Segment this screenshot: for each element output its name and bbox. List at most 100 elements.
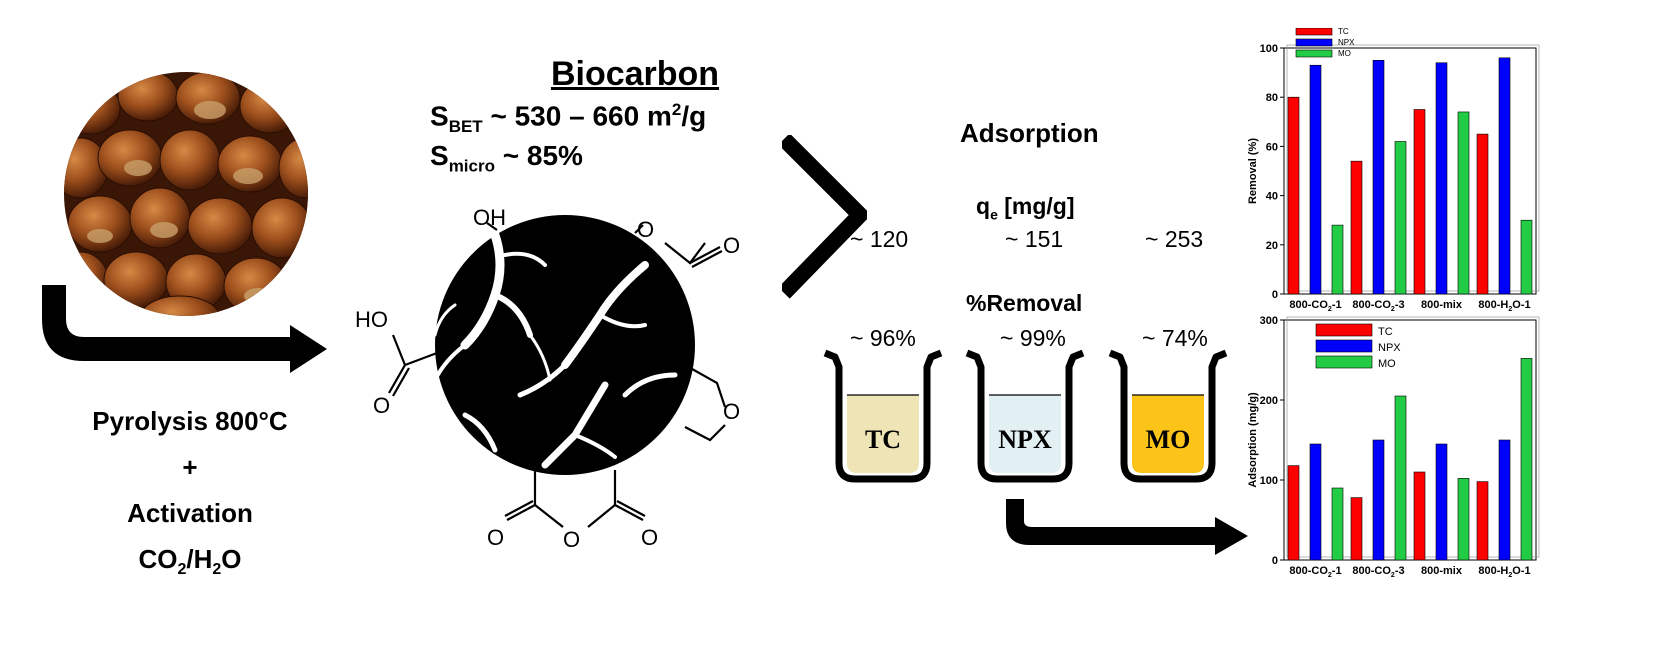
qe-label: qe [mg/g] bbox=[976, 193, 1075, 223]
beaker-outline bbox=[965, 349, 1085, 483]
bar-tc bbox=[1287, 465, 1300, 561]
legend-swatch-mo bbox=[1315, 355, 1373, 369]
activation-agents: CO2/H2O bbox=[138, 544, 242, 579]
anhydride-carbonyl-o-label: O bbox=[723, 233, 740, 258]
legend-swatch-tc bbox=[1295, 28, 1333, 36]
x-tick-label: 800-H2O-1 bbox=[1478, 565, 1530, 579]
beaker-mo: MO bbox=[1108, 349, 1228, 483]
plot-frame-shadow bbox=[1286, 44, 1540, 292]
bar-tc bbox=[1476, 133, 1489, 295]
carbonyl-o-label: O bbox=[373, 393, 390, 418]
biocarbon-title: Biocarbon bbox=[550, 55, 720, 93]
functional-groups bbox=[388, 222, 727, 528]
plus-sign: + bbox=[182, 452, 198, 482]
legend-swatch-npx bbox=[1295, 38, 1333, 47]
qe-value-tc: ~ 120 bbox=[850, 226, 909, 252]
chestnut-photo bbox=[64, 72, 308, 316]
removal-chart: 0 20 40 60 80 100 800-CO2-1 800-CO2-3 800-mix 800… bbox=[1247, 28, 1540, 313]
bar-npx bbox=[1435, 62, 1448, 295]
beaker-label: NPX bbox=[998, 425, 1052, 454]
bottom-o-center: O bbox=[563, 527, 580, 552]
legend-swatch-tc bbox=[1315, 323, 1373, 337]
bar-npx bbox=[1435, 443, 1448, 561]
y-tick-label: 200 bbox=[1260, 395, 1278, 407]
y-tick-label: 100 bbox=[1260, 475, 1278, 487]
beaker-label: TC bbox=[865, 425, 901, 454]
legend-swatch-mo bbox=[1295, 49, 1333, 58]
ho-label: HO bbox=[355, 307, 388, 332]
chevron-arrow bbox=[782, 135, 867, 299]
beaker-label: MO bbox=[1146, 425, 1191, 454]
y-tick-label: 0 bbox=[1272, 289, 1278, 301]
qe-value-npx: ~ 151 bbox=[1005, 226, 1064, 252]
y-tick-label: 0 bbox=[1272, 555, 1278, 567]
bottom-o-right: O bbox=[641, 525, 658, 550]
removal-title: %Removal bbox=[966, 290, 1083, 316]
bar-tc bbox=[1350, 160, 1363, 295]
x-tick-label: 800-CO2-1 bbox=[1289, 565, 1341, 579]
ether-o-label: O bbox=[723, 399, 740, 424]
results-arrow bbox=[1006, 499, 1248, 555]
bar-npx bbox=[1372, 439, 1385, 561]
process-arrow bbox=[42, 285, 327, 373]
plot-frame bbox=[1283, 47, 1537, 295]
y-tick-label: 20 bbox=[1266, 240, 1278, 252]
adsorption-title: Adsorption bbox=[960, 118, 1099, 148]
removal-value-mo: ~ 74% bbox=[1142, 325, 1208, 351]
x-tick-label: 800-H2O-1 bbox=[1478, 299, 1530, 313]
y-tick-label: 60 bbox=[1266, 141, 1278, 153]
sbet-label: SBET ~ 530 – 660 m2/g bbox=[430, 100, 707, 136]
legend-label-tc: TC bbox=[1378, 326, 1393, 338]
beaker-tc: TC bbox=[823, 349, 943, 483]
y-tick-label: 300 bbox=[1260, 315, 1278, 327]
plot-frame bbox=[1283, 319, 1537, 561]
activation-label: Activation bbox=[127, 498, 253, 528]
bar-mo bbox=[1520, 358, 1533, 561]
legend-label-mo: MO bbox=[1338, 49, 1351, 58]
legend-label-npx: NPX bbox=[1338, 38, 1355, 47]
legend-label-tc: TC bbox=[1338, 28, 1349, 36]
bar-mo bbox=[1457, 111, 1470, 295]
y-tick-label: 100 bbox=[1260, 43, 1278, 55]
plot-frame-shadow bbox=[1286, 316, 1540, 558]
bar-tc bbox=[1476, 481, 1489, 561]
x-tick-label: 800-CO2-3 bbox=[1352, 565, 1404, 579]
x-tick-label: 800-CO2-3 bbox=[1352, 299, 1404, 313]
bar-tc bbox=[1350, 497, 1363, 561]
y-axis-label: Removal (%) bbox=[1247, 138, 1259, 204]
legend-swatch-npx bbox=[1315, 339, 1373, 353]
oh-label: OH bbox=[473, 205, 506, 230]
carbon-sphere bbox=[435, 215, 695, 475]
bar-npx bbox=[1309, 64, 1322, 295]
qe-value-mo: ~ 253 bbox=[1145, 226, 1204, 252]
legend-label-npx: NPX bbox=[1378, 342, 1401, 354]
y-axis-label: Adsorption (mg/g) bbox=[1247, 392, 1259, 488]
y-tick-label: 40 bbox=[1266, 191, 1278, 203]
bar-tc bbox=[1413, 109, 1426, 295]
anhydride-o-label: O bbox=[637, 217, 654, 242]
y-tick-label: 80 bbox=[1266, 92, 1278, 104]
bar-npx bbox=[1309, 443, 1322, 561]
bar-mo bbox=[1331, 224, 1344, 295]
bar-npx bbox=[1372, 59, 1385, 295]
removal-value-tc: ~ 96% bbox=[850, 325, 916, 351]
beaker-liquid bbox=[1132, 395, 1204, 473]
bottom-o-left: O bbox=[487, 525, 504, 550]
beaker-liquid bbox=[847, 395, 919, 473]
beakers: TC NPX MO bbox=[823, 349, 1228, 483]
bar-tc bbox=[1413, 471, 1426, 561]
bar-mo bbox=[1457, 478, 1470, 561]
x-tick-label: 800-mix bbox=[1421, 299, 1463, 311]
bar-npx bbox=[1498, 57, 1511, 295]
beaker-npx: NPX bbox=[965, 349, 1085, 483]
bar-mo bbox=[1394, 141, 1407, 295]
beaker-outline bbox=[1108, 349, 1228, 483]
biocarbon-particle: OH HO O O O O O O O bbox=[355, 205, 740, 552]
bar-mo bbox=[1331, 487, 1344, 561]
bar-mo bbox=[1520, 219, 1533, 295]
pore-network bbox=[433, 230, 678, 469]
smicro-label: Smicro ~ 85% bbox=[430, 140, 583, 176]
x-tick-label: 800-CO2-1 bbox=[1289, 299, 1341, 313]
pyrolysis-label: Pyrolysis 800°C bbox=[92, 406, 288, 436]
